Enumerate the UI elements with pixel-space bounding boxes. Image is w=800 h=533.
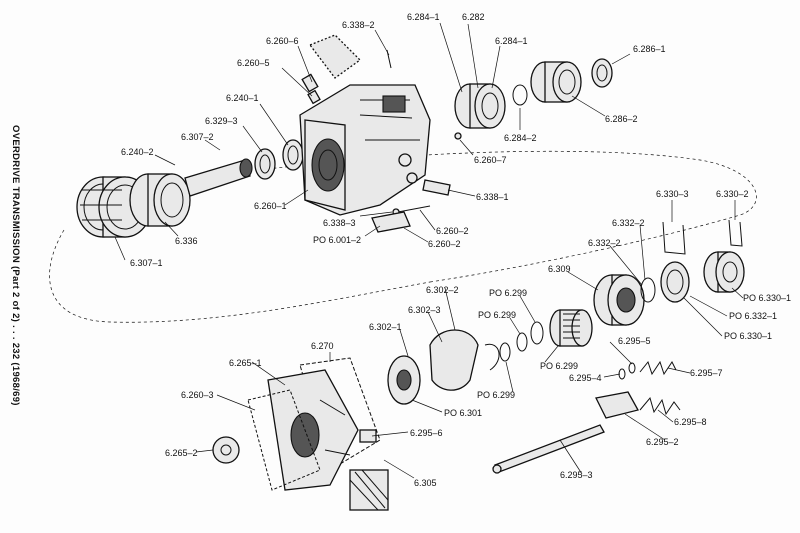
part-clip-6330-2: [728, 219, 743, 247]
part-rod-6295-3: [492, 424, 605, 474]
label-6302-2: 6.302–2: [426, 285, 459, 295]
label-6260-3: 6.260–3: [181, 390, 214, 400]
label-6295-6: 6.295–6: [410, 428, 443, 438]
part-sun-gear: [549, 309, 593, 347]
part-plate-po6001-2: [371, 211, 411, 233]
part-ring-po6299-b: [516, 332, 528, 352]
part-ring-po6299-c: [499, 342, 511, 362]
label-6302-3: 6.302–3: [408, 305, 441, 315]
part-piston-6282: [454, 83, 506, 129]
label-po6332-1: PO 6.332–1: [729, 311, 777, 321]
label-6332-2-a: 6.332–2: [612, 218, 645, 228]
label-6260-2-a: 6.260–2: [436, 226, 469, 236]
part-washer-6260-7: [454, 132, 462, 140]
part-plug-6295-6: [359, 429, 377, 443]
part-clip-6330-3: [662, 221, 686, 255]
label-6307-1: 6.307–1: [130, 258, 163, 268]
label-6260-6: 6.260–6: [266, 36, 299, 46]
part-bearing-6286-2: [530, 61, 582, 103]
part-roller-cage-po6332-1: [660, 261, 690, 303]
label-6286-1: 6.286–1: [633, 44, 666, 54]
part-clip-6302-3: [484, 343, 500, 371]
label-6307-2: 6.307–2: [181, 132, 214, 142]
label-6338-2: 6.338–2: [342, 20, 375, 30]
part-labels: 6.338–2 6.260–6 6.260–5 6.284–1 6.282 6.…: [121, 12, 791, 488]
part-ring-6329-3: [254, 148, 276, 180]
part-housing-6260-1: [299, 84, 431, 216]
part-linkage-6338-1: [406, 172, 451, 196]
label-6286-2: 6.286–2: [605, 114, 638, 124]
label-6260-5: 6.260–5: [237, 58, 270, 68]
leader-lines: [114, 22, 744, 479]
label-6330-3: 6.330–3: [656, 189, 689, 199]
part-gasket-6260-3: [247, 389, 321, 491]
part-seal-6286-1: [591, 58, 613, 88]
label-6270: 6.270: [311, 341, 334, 351]
part-bolt-6260-5: [307, 89, 321, 105]
part-spring-6295-8: [639, 396, 681, 416]
label-6302-1: 6.302–1: [369, 322, 402, 332]
part-sleeve-6336: [129, 173, 191, 227]
label-6265-2: 6.265–2: [165, 448, 198, 458]
label-6284-2: 6.284–2: [504, 133, 537, 143]
part-spring-6295-7: [639, 360, 677, 376]
part-shaft-6307-2: [184, 158, 253, 197]
label-6260-1: 6.260–1: [254, 201, 287, 211]
page-title: OVERDRIVE TRANSMISSION (Part 2 of 2) . .…: [10, 125, 21, 406]
label-po6330-1-b: PO 6.330–1: [724, 331, 772, 341]
part-washer-6295-5: [628, 362, 636, 374]
label-6240-1: 6.240–1: [226, 93, 259, 103]
label-po6301: PO 6.301: [444, 408, 482, 418]
label-6338-3: 6.338–3: [323, 218, 356, 228]
shaft-path-dashed: [49, 150, 757, 323]
part-washer-6265-2: [212, 436, 240, 464]
label-6332-2-b: 6.332–2: [588, 238, 621, 248]
label-6295-7: 6.295–7: [690, 368, 723, 378]
label-6295-4: 6.295–4: [569, 373, 602, 383]
part-seal-6240-1: [282, 139, 304, 171]
label-6282: 6.282: [462, 12, 485, 22]
part-gasket-6270: [299, 357, 381, 471]
label-6295-5: 6.295–5: [618, 336, 651, 346]
label-6265-1: 6.265–1: [229, 358, 262, 368]
label-6330-2: 6.330–2: [716, 189, 749, 199]
part-hub-po6301: [387, 355, 421, 405]
label-6338-1: 6.338–1: [476, 192, 509, 202]
part-band-6302-2: [429, 329, 479, 391]
label-6260-2-b: 6.260–2: [428, 239, 461, 249]
part-bracket-6295-2: [595, 391, 639, 419]
label-6336: 6.336: [175, 236, 198, 246]
label-6309: 6.309: [548, 264, 571, 274]
label-6329-3: 6.329–3: [205, 116, 238, 126]
label-6295-3: 6.295–3: [560, 470, 593, 480]
part-cover-6265-1: [267, 369, 359, 491]
part-ring-po6299-a: [530, 321, 544, 345]
label-po6330-1-a: PO 6.330–1: [743, 293, 791, 303]
label-6305: 6.305: [414, 478, 437, 488]
label-po6001-2: PO 6.001–2: [313, 235, 361, 245]
part-pump-6305: [349, 469, 389, 511]
label-po6299-b: PO 6.299: [478, 310, 516, 320]
label-6240-2: 6.240–2: [121, 147, 154, 157]
part-race-po6330-1: [703, 251, 745, 293]
label-po6299-c: PO 6.299: [540, 361, 578, 371]
label-6284-1-b: 6.284–1: [495, 36, 528, 46]
part-snap-ring-6284-2: [512, 84, 528, 106]
part-filter-screen: [308, 34, 362, 79]
part-ring-6332-2: [640, 277, 656, 303]
part-bolt-6260-6: [301, 73, 319, 93]
label-po6299-a: PO 6.299: [489, 288, 527, 298]
label-6260-7: 6.260–7: [474, 155, 507, 165]
label-6295-2: 6.295–2: [646, 437, 679, 447]
label-po6299-d: PO 6.299: [477, 390, 515, 400]
label-6284-1-a: 6.284–1: [407, 12, 440, 22]
label-6295-8: 6.295–8: [674, 417, 707, 427]
part-clutch-6309: [593, 274, 645, 326]
